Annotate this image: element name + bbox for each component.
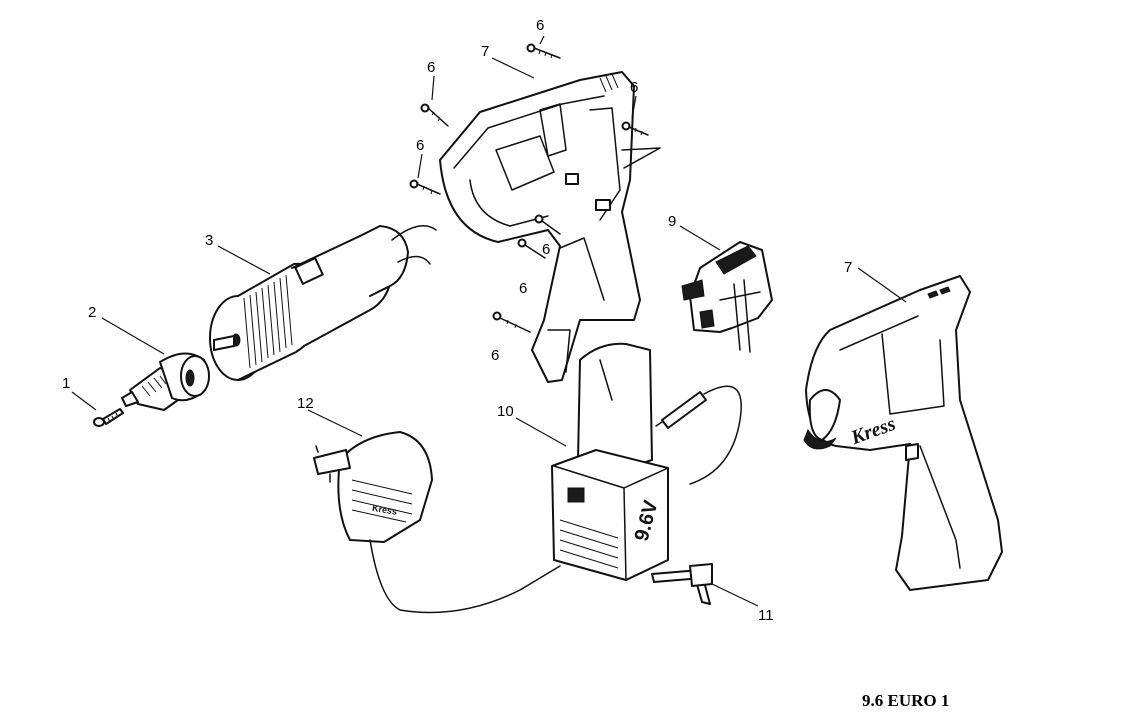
part-11-chuck-key [651, 563, 713, 605]
part-6-screw-c [621, 121, 649, 136]
part-6-screw-a [526, 43, 561, 59]
part-2-chuck [121, 352, 210, 411]
callout-6-d: 6 [416, 137, 424, 154]
part-6-screw-g [492, 311, 531, 333]
callout-11: 11 [758, 607, 774, 624]
callout-1: 1 [62, 375, 70, 392]
model-label: 9.6 EURO 1 [862, 691, 949, 710]
part-7-housing-assembled: Kress [803, 275, 1003, 591]
callout-7-a: 7 [481, 43, 489, 60]
callout-6-g: 6 [491, 347, 499, 364]
callouts: 1 2 3 6 6 6 6 6 6 6 7 7 9 10 11 12 [62, 17, 852, 624]
callout-6-f: 6 [519, 280, 527, 297]
part-9-switch [681, 241, 773, 353]
part-6-screw-f [517, 238, 546, 259]
callout-7-b: 7 [844, 259, 852, 276]
callout-9: 9 [668, 213, 676, 230]
part-1-screw [93, 408, 124, 427]
part-7-housing-half-left [439, 71, 641, 383]
leader-lines [71, 35, 907, 607]
part-6-screw-b [420, 103, 449, 127]
charger-brand-text: Kress [371, 503, 397, 517]
callout-12: 12 [297, 395, 314, 412]
part-10-battery-pack: 9.6V [551, 342, 742, 581]
callout-2: 2 [88, 304, 96, 321]
callout-6-c: 6 [630, 79, 638, 96]
part-3-motor [209, 225, 437, 381]
callout-10: 10 [497, 403, 514, 420]
part-6-screw-d [409, 179, 441, 195]
callout-6-e: 6 [542, 241, 550, 258]
part-12-charger: Kress [313, 431, 561, 614]
part-6-screw-e [534, 214, 561, 235]
callout-6-a: 6 [536, 17, 544, 34]
callout-6-b: 6 [427, 59, 435, 76]
callout-3: 3 [205, 232, 213, 249]
